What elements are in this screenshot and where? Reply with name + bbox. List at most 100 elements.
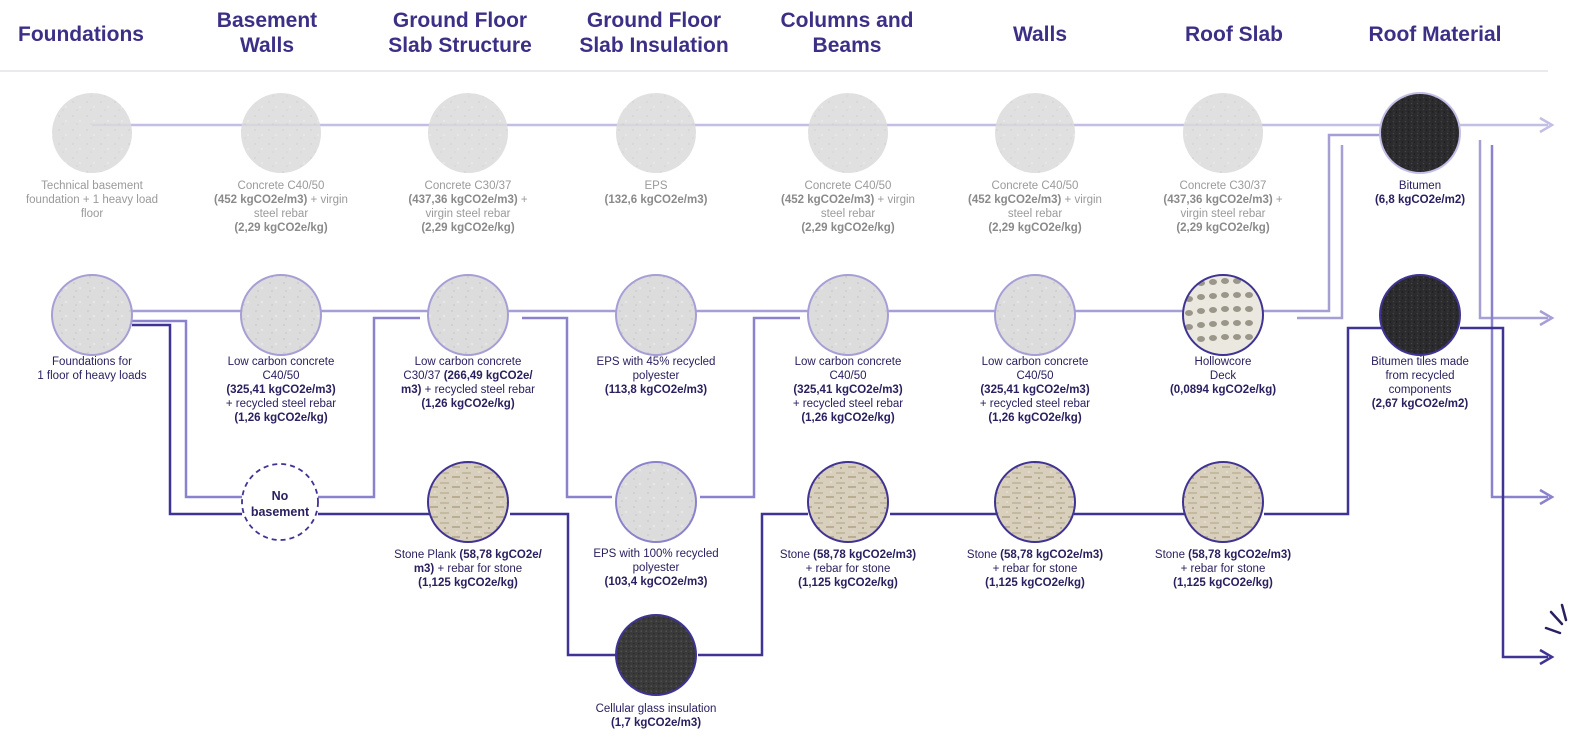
bottom-gfinsulation-circle xyxy=(615,614,697,696)
caption-top-gfstructure: Concrete C30/37(437,36 kgCO2e/m3) +virgi… xyxy=(378,179,558,235)
header-line: Walls xyxy=(1012,23,1068,46)
caption-text: Stone xyxy=(966,549,1001,561)
caption-text: + rebar for stone xyxy=(992,563,1078,575)
emission-value: (113,8 kgCO2e/m3) xyxy=(604,384,708,396)
column-header-basement-walls: Basement Walls xyxy=(177,8,357,58)
caption-low-columns: Stone (58,78 kgCO2e/m3)+ rebar for stone… xyxy=(758,548,938,590)
caption-line: (1,125 kgCO2e/kg) xyxy=(945,576,1125,590)
caption-text: Concrete C40/50 xyxy=(991,180,1079,192)
caption-text: Stone xyxy=(779,549,814,561)
caption-line: Bitumen tiles made xyxy=(1330,355,1510,369)
caption-text: components xyxy=(1388,384,1452,396)
mid-columns-circle xyxy=(807,274,889,356)
column-header-foundations: Foundations xyxy=(0,22,171,47)
arrow-heads xyxy=(1539,116,1555,666)
top-roofslab-circle xyxy=(1183,93,1263,173)
caption-text: from recycled xyxy=(1385,370,1455,382)
emission-value: (103,4 kgCO2e/m3) xyxy=(604,576,708,588)
caption-text: Technical basement xyxy=(41,180,143,192)
caption-line: (1,125 kgCO2e/kg) xyxy=(1133,576,1313,590)
caption-mid-roofmat: Bitumen tiles made from recycled component… xyxy=(1330,355,1510,411)
caption-text: Foundations for xyxy=(52,356,132,368)
caption-text: EPS xyxy=(644,180,668,192)
low-roofslab-circle xyxy=(1182,461,1264,543)
emission-value: (58,78 kgCO2e/ xyxy=(459,549,542,561)
caption-line: (2,29 kgCO2e/kg) xyxy=(191,221,371,235)
emission-value: (2,29 kgCO2e/kg) xyxy=(1176,222,1270,234)
emission-value: (1,26 kgCO2e/kg) xyxy=(421,398,515,410)
caption-top-gfinsulation: EPS(132,6 kgCO2e/m3) xyxy=(566,179,746,207)
caption-line: Concrete C40/50 xyxy=(758,179,938,193)
caption-line: (1,26 kgCO2e/kg) xyxy=(378,397,558,411)
caption-line: + recycled steel rebar xyxy=(945,397,1125,411)
header-line: Slab Structure xyxy=(388,34,532,57)
caption-text: + xyxy=(1272,194,1283,206)
caption-text: + recycled steel rebar xyxy=(421,384,535,396)
caption-line: Stone (58,78 kgCO2e/m3) xyxy=(758,548,938,562)
emission-value: (452 kgCO2e/m3) xyxy=(214,194,308,206)
caption-line: + rebar for stone xyxy=(1133,562,1313,576)
emission-value: (266,49 kgCO2e/ xyxy=(443,370,533,382)
caption-line: (452 kgCO2e/m3) + virgin xyxy=(758,193,938,207)
caption-line: 1 floor of heavy loads xyxy=(2,369,182,383)
header-line: Walls xyxy=(239,34,295,57)
caption-text: EPS with 100% recycled xyxy=(593,548,719,560)
emission-value: (2,29 kgCO2e/kg) xyxy=(988,222,1082,234)
caption-line: Cellular glass insulation xyxy=(566,702,746,716)
caption-line: (1,125 kgCO2e/kg) xyxy=(758,576,938,590)
emission-value: (325,41 kgCO2e/m3) xyxy=(226,384,336,396)
caption-low-roofslab: Stone (58,78 kgCO2e/m3)+ rebar for stone… xyxy=(1133,548,1313,590)
caption-text: polyester xyxy=(632,562,680,574)
caption-top-roofmat: Bitumen(6,8 kgCO2e/m2) xyxy=(1330,179,1510,207)
caption-text: Hollowcore xyxy=(1194,356,1252,368)
caption-line: m3) + recycled steel rebar xyxy=(378,383,558,397)
caption-line: virgin steel rebar xyxy=(378,207,558,221)
caption-line: C30/37 (266,49 kgCO2e/ xyxy=(378,369,558,383)
caption-text: steel rebar xyxy=(1007,208,1063,220)
path-no-basement xyxy=(132,145,1548,499)
caption-text: virgin steel rebar xyxy=(425,208,511,220)
caption-line: Stone (58,78 kgCO2e/m3) xyxy=(1133,548,1313,562)
header-line: Roof Material xyxy=(1368,23,1502,46)
caption-line: Deck xyxy=(1133,369,1313,383)
caption-text: + rebar for stone xyxy=(805,563,891,575)
caption-line: EPS xyxy=(566,179,746,193)
caption-text: Concrete C40/50 xyxy=(804,180,892,192)
caption-text: Concrete C40/50 xyxy=(237,180,325,192)
emission-value: (437,36 kgCO2e/m3) xyxy=(408,194,518,206)
top-columns-circle xyxy=(808,93,888,173)
header-line: Roof Slab xyxy=(1185,23,1283,46)
caption-line: Hollowcore xyxy=(1133,355,1313,369)
caption-line: (1,26 kgCO2e/kg) xyxy=(758,411,938,425)
caption-line: Concrete C40/50 xyxy=(191,179,371,193)
emission-value: (58,78 kgCO2e/m3) xyxy=(813,549,917,561)
caption-text: polyester xyxy=(632,370,680,382)
caption-line: (2,29 kgCO2e/kg) xyxy=(1133,221,1313,235)
caption-text: C30/37 xyxy=(403,370,444,382)
caption-line: (437,36 kgCO2e/m3) + xyxy=(1133,193,1313,207)
emission-value: (1,125 kgCO2e/kg) xyxy=(1173,577,1273,589)
caption-text: Cellular glass insulation xyxy=(595,703,717,715)
caption-line: polyester xyxy=(566,369,746,383)
path-low-carbon-b xyxy=(1297,140,1548,320)
caption-line: (2,29 kgCO2e/kg) xyxy=(945,221,1125,235)
caption-text: + rebar for stone xyxy=(1180,563,1266,575)
header-line: Foundations xyxy=(18,23,144,46)
emission-value: (2,67 kgCO2e/m2) xyxy=(1371,398,1469,410)
caption-text: + virgin xyxy=(307,194,348,206)
caption-text: Bitumen tiles made xyxy=(1371,356,1469,368)
caption-text: foundation + 1 heavy load xyxy=(25,194,159,206)
caption-line: (113,8 kgCO2e/m3) xyxy=(566,383,746,397)
caption-text: Stone xyxy=(1154,549,1189,561)
material-circles xyxy=(51,92,1461,696)
caption-line: (452 kgCO2e/m3) + virgin xyxy=(945,193,1125,207)
emission-value: (58,78 kgCO2e/m3) xyxy=(1188,549,1292,561)
caption-line: + recycled steel rebar xyxy=(191,397,371,411)
caption-line: Concrete C40/50 xyxy=(945,179,1125,193)
emission-value: (452 kgCO2e/m3) xyxy=(781,194,875,206)
mid-roofmat-circle xyxy=(1379,274,1461,356)
top-gfinsulation-circle xyxy=(616,93,696,173)
